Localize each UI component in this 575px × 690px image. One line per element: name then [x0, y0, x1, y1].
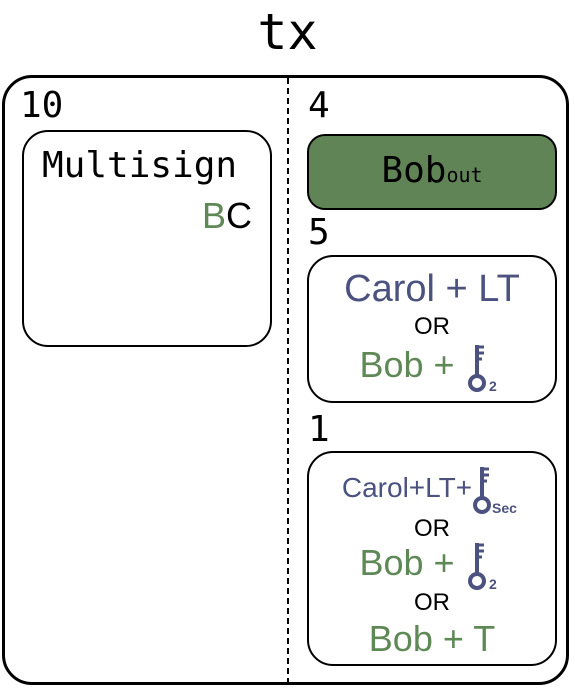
key-icon: 2: [467, 345, 497, 394]
bob-out-sub: out: [446, 163, 483, 187]
diagram-title: tx: [257, 3, 318, 61]
dashed-divider: [287, 78, 289, 684]
key-subscript: 2: [489, 378, 497, 394]
left-number: 10: [20, 85, 64, 126]
section-5-bob: Bob +: [359, 344, 465, 385]
section-1-or1: OR: [414, 515, 450, 542]
section-1-line2: Bob + 2: [309, 535, 555, 593]
bob-out-box: Bobout: [307, 134, 557, 210]
section-5-number: 5: [308, 212, 330, 253]
section-5-or: OR: [414, 313, 450, 340]
section-1-bob: Bob +: [359, 542, 465, 583]
tx-container: [2, 75, 569, 685]
section-4-number: 4: [308, 85, 330, 126]
signer-b: B: [201, 195, 226, 236]
section-1-or2: OR: [414, 589, 450, 616]
bob-out-main: Bob: [381, 150, 447, 191]
section-5-line2: Bob + 2: [309, 337, 555, 395]
signer-c: C: [226, 195, 252, 236]
section-1-line3: Bob + T: [368, 618, 496, 659]
section-5-box: Carol + LT OR Bob + 2: [307, 255, 557, 403]
multisign-label: Multisign: [42, 145, 238, 186]
multisign-box: Multisign BC: [22, 130, 272, 347]
section-1-line1: Carol+LT+ Sec: [309, 461, 555, 517]
signer-letters: BC: [202, 196, 252, 236]
key-icon: 2: [467, 543, 497, 592]
bob-out-label: Bobout: [309, 150, 555, 196]
section-1-number: 1: [308, 409, 330, 450]
key-sec-subscript: Sec: [492, 500, 517, 516]
key-subscript: 2: [489, 576, 497, 592]
key-icon-sec: Sec: [473, 466, 517, 516]
section-1-carol: Carol+LT+: [341, 472, 473, 503]
section-5-line1: Carol + LT: [344, 268, 520, 310]
section-1-box: Carol+LT+ Sec OR Bob + 2 OR Bob + T: [307, 451, 557, 666]
